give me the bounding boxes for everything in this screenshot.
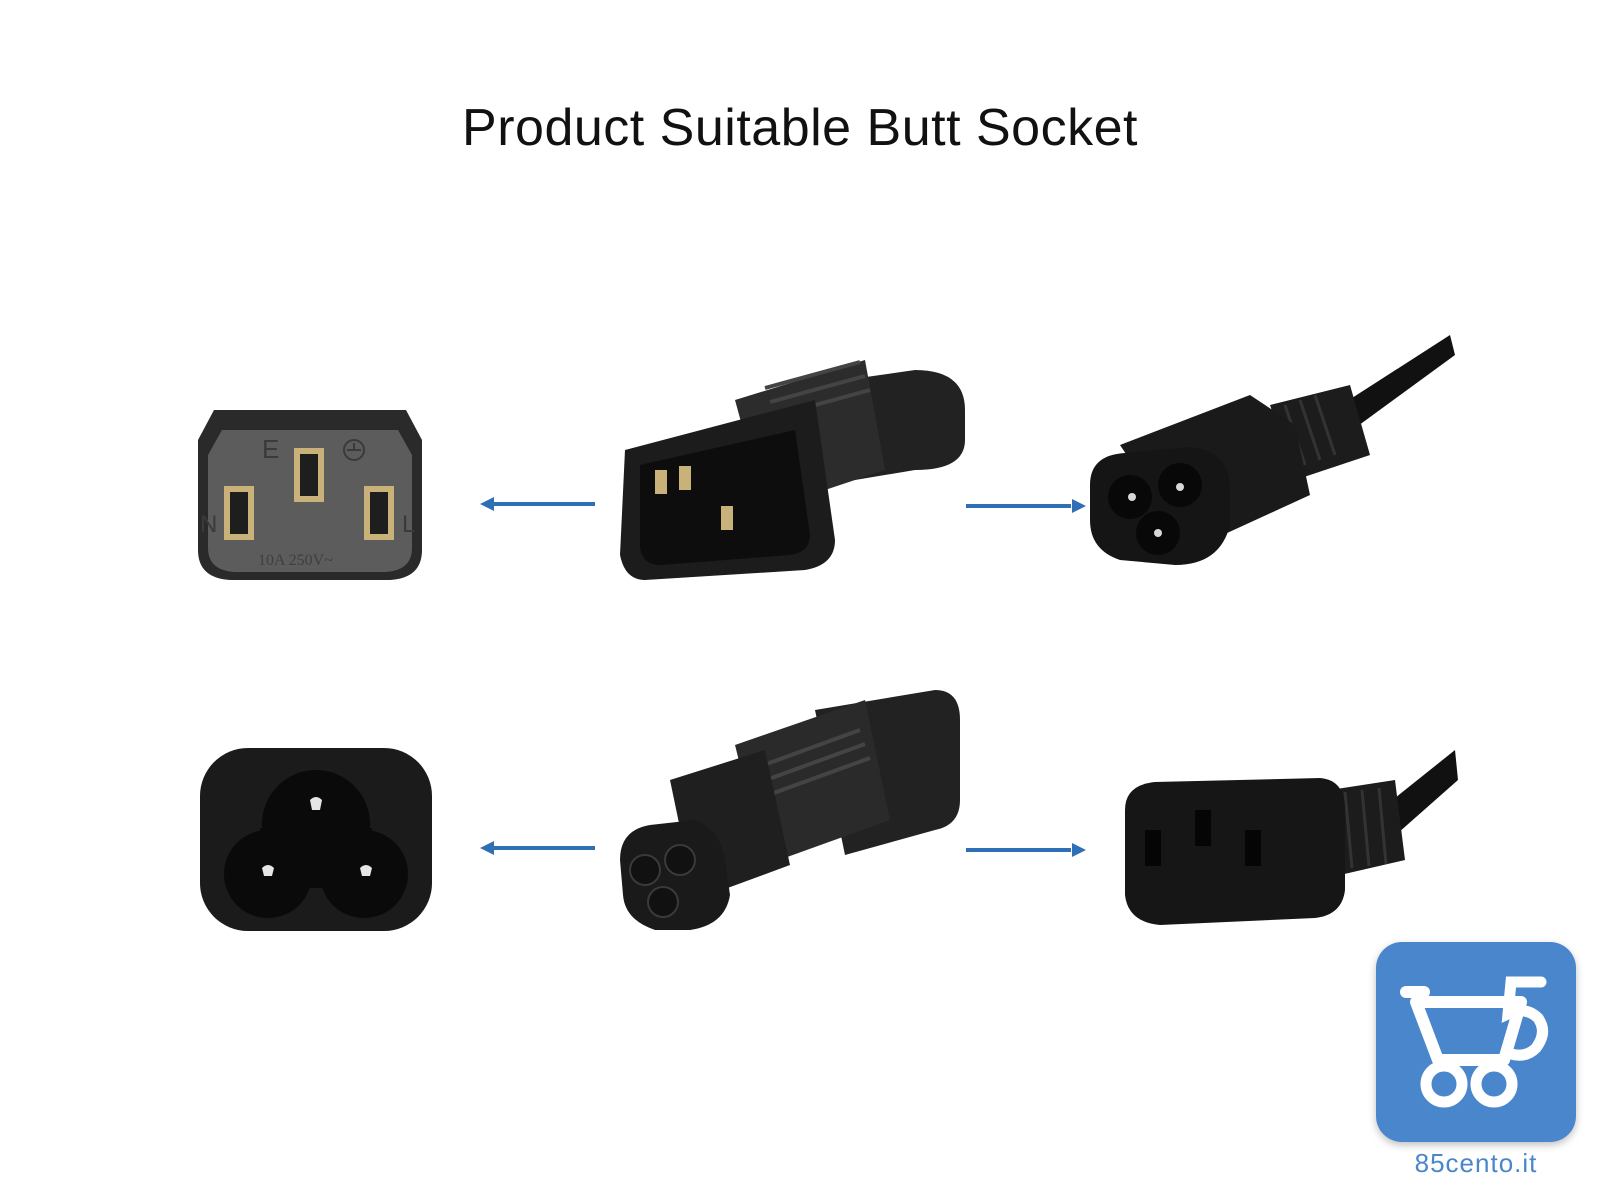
c13-socket-face-image: E N L 10A 250V~: [198, 410, 422, 580]
watermark: 85cento.it: [1376, 942, 1576, 1179]
rating-marking: 10A 250V~: [258, 552, 333, 569]
c14-to-c5-adapter-image: [620, 360, 965, 580]
arrow-right-icon: [966, 843, 1086, 857]
arrow-left-icon: [480, 497, 595, 511]
c5-cable-plug-image: [1090, 335, 1455, 565]
c6-to-c13-adapter-image: [620, 690, 960, 930]
page-title: Product Suitable Butt Socket: [462, 99, 1138, 157]
earth-marking: E: [262, 434, 279, 464]
arrow-left-icon: [480, 841, 595, 855]
c13-cable-socket-image: [1125, 750, 1458, 925]
cart-5-logo-icon: [1376, 942, 1576, 1142]
c6-inlet-face-image: [200, 748, 432, 931]
neutral-marking: N: [200, 511, 217, 538]
watermark-brand-text: 85cento.it: [1414, 1148, 1538, 1178]
arrow-right-icon: [966, 499, 1086, 513]
live-marking: L: [402, 511, 415, 538]
